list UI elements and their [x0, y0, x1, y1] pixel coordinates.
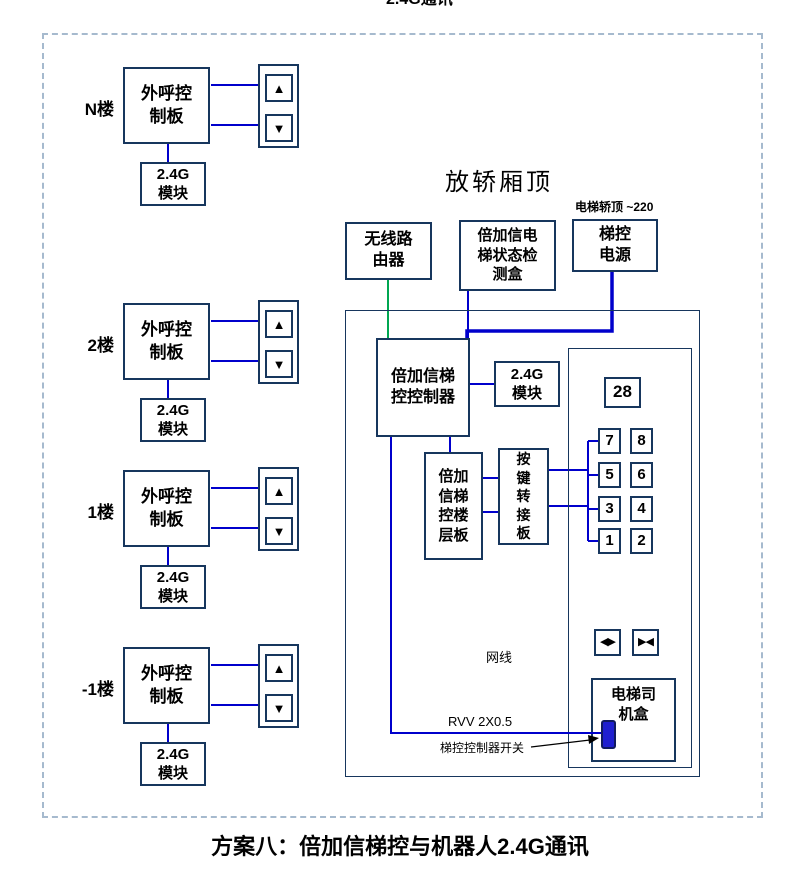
cop-button-8: 8	[630, 428, 653, 454]
rf-module-1: 2.4G 模块	[140, 565, 206, 609]
network-cable-label: 网线	[484, 647, 515, 666]
floor-label-2: 2楼	[87, 336, 114, 355]
rf-module-controller: 2.4G 模块	[494, 361, 560, 407]
rf-module-minus1: 2.4G 模块	[140, 742, 206, 786]
cop-button-2: 2	[630, 528, 653, 554]
controller-switch-label: 梯控控制器开关	[440, 741, 525, 755]
hall-button-panel-n: ▲ ▼	[258, 64, 299, 148]
hall-button-panel-2: ▲ ▼	[258, 300, 299, 384]
rvv-cable-label: RVV 2X0.5	[446, 714, 515, 729]
car-top-power-note: 电梯轿顶 ~220	[575, 200, 654, 214]
cop-button-4: 4	[630, 496, 653, 522]
hall-call-board-2: 外呼控 制板	[123, 303, 210, 380]
control-power-box: 梯控 电源	[572, 219, 658, 272]
controller-to-switch-wire	[390, 437, 603, 734]
rf-module-2: 2.4G 模块	[140, 398, 206, 442]
up-button-icon: ▲	[265, 477, 293, 505]
wireless-router-box: 无线路 由器	[345, 222, 432, 280]
door-open-button-icon: ◀▶	[594, 629, 621, 656]
car-top-enclosure	[345, 310, 700, 777]
top-clipped-heading-text: 2.4G通讯	[386, 0, 476, 6]
hall-button-panel-1: ▲ ▼	[258, 467, 299, 551]
hall-call-board-1: 外呼控 制板	[123, 470, 210, 547]
diagram-title: 方案八：倍加信梯控与机器人2.4G通讯	[211, 834, 589, 859]
power-wire	[465, 272, 614, 338]
switch-pointer-arrow	[530, 735, 599, 748]
up-button-icon: ▲	[265, 74, 293, 102]
elevator-controller-box: 倍加信梯 控控制器	[376, 338, 470, 437]
hall-call-wires	[167, 84, 258, 742]
floor-label-minus1: -1楼	[81, 680, 114, 699]
cop-button-28: 28	[604, 377, 641, 408]
status-detector-box: 倍加信电 梯状态检 测盒	[459, 220, 556, 291]
cop-button-7: 7	[598, 428, 621, 454]
cop-button-3: 3	[598, 496, 621, 522]
up-button-icon: ▲	[265, 654, 293, 682]
cop-button-6: 6	[630, 462, 653, 488]
key-adapter-board-box: 按 键 转 接 板	[498, 448, 549, 545]
floor-label-n: N楼	[84, 100, 114, 119]
door-close-button-icon: ▶◀	[632, 629, 659, 656]
hall-button-panel-minus1: ▲ ▼	[258, 644, 299, 728]
cop-button-1: 1	[598, 528, 621, 554]
rf-module-n: 2.4G 模块	[140, 162, 206, 206]
car-top-area-title: 放轿厢顶	[445, 169, 553, 196]
up-button-icon: ▲	[265, 310, 293, 338]
hall-call-board-minus1: 外呼控 制板	[123, 647, 210, 724]
down-button-icon: ▼	[265, 517, 293, 545]
controller-switch	[601, 720, 616, 749]
hall-call-board-n: 外呼控 制板	[123, 67, 210, 144]
down-button-icon: ▼	[265, 694, 293, 722]
floor-label-1: 1楼	[87, 503, 114, 522]
top-clipped-heading: 2.4G通讯	[386, 0, 476, 6]
down-button-icon: ▼	[265, 114, 293, 142]
cop-button-5: 5	[598, 462, 621, 488]
diagram-dashed-frame	[42, 33, 763, 818]
down-button-icon: ▼	[265, 350, 293, 378]
car-operating-panel	[568, 348, 692, 768]
floor-board-box: 倍加 信梯 控楼 层板	[424, 452, 483, 560]
